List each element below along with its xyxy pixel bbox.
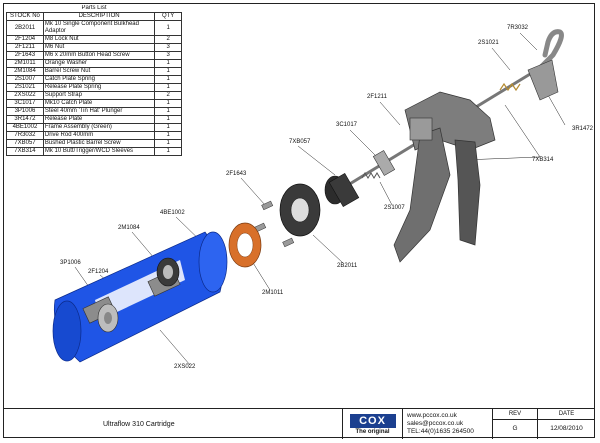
callout-7XB057: 7XB057 <box>289 139 311 145</box>
release-plate <box>527 59 559 101</box>
callout-3P1006: 3P1006 <box>60 260 81 266</box>
callout-7R3032: 7R3032 <box>507 25 529 31</box>
revision-cell: REV G <box>493 409 538 439</box>
phone-text: TEL:44(0)1635 264500 <box>407 428 474 435</box>
callout-2M1084: 2M1084 <box>118 225 140 231</box>
barrel-screw-nut <box>156 257 180 287</box>
callout-2F1204: 2F1204 <box>88 269 109 275</box>
date-cell: DATE 12/08/2010 <box>538 409 595 439</box>
company-logo: COX The original <box>343 409 403 439</box>
parts-cell-desc: Mk 10 Butt/Trigger/WCD Sleeves <box>42 147 156 156</box>
parts-list-table: Parts List STOCK No DESCRIPTION QTY 2B20… <box>6 5 182 156</box>
callout-2F1643: 2F1643 <box>226 171 247 177</box>
bushed-plastic-barrel-screw <box>324 172 360 208</box>
bulkhead-adaptor <box>279 183 321 237</box>
exploded-view-drawing <box>52 29 566 366</box>
callout-2B2011: 2B2011 <box>337 263 358 269</box>
drawing-title: Ultraflow 310 Cartridge <box>3 409 343 439</box>
callout-2M1011: 2M1011 <box>262 290 284 296</box>
title-block: Ultraflow 310 Cartridge COX The original… <box>3 408 595 439</box>
drawing-frame <box>3 3 595 438</box>
catch-plate <box>372 150 396 176</box>
orange-washer <box>228 222 262 268</box>
callout-3C1017: 3C1017 <box>336 122 358 128</box>
callout-2S1007: 2S1007 <box>384 205 405 211</box>
release-plate-spring <box>499 82 521 92</box>
logo-tagline: The original <box>355 428 390 435</box>
rev-label: REV <box>493 409 537 420</box>
callout-7XB314: 7XB314 <box>532 157 554 163</box>
catch-plate-spring <box>361 172 381 179</box>
cox-logo-mark: COX <box>349 413 396 428</box>
callout-3R1472: 3R1472 <box>572 126 594 132</box>
website-text: www.pccox.co.uk <box>407 412 457 419</box>
tin-hat-plunger <box>97 303 119 333</box>
email-text: sales@pccox.co.uk <box>407 420 464 427</box>
date-label: DATE <box>538 409 595 420</box>
barrel-frame <box>52 231 228 363</box>
callout-2XS022: 2XS022 <box>174 364 196 370</box>
drawing-title-text: Ultraflow 310 Cartridge <box>103 420 175 428</box>
callout-4BE1002: 4BE1002 <box>160 210 185 216</box>
parts-cell-qty: 1 <box>154 147 182 156</box>
contact-details: www.pccox.co.uk sales@pccox.co.uk TEL:44… <box>403 409 493 439</box>
parts-list-caption: Parts List <box>81 5 107 11</box>
callout-2F1211: 2F1211 <box>367 94 387 100</box>
frame-assembly-body <box>393 91 496 263</box>
date-value: 12/08/2010 <box>550 425 583 432</box>
rev-value: G <box>512 425 518 432</box>
callout-2S1021: 2S1021 <box>478 40 499 46</box>
